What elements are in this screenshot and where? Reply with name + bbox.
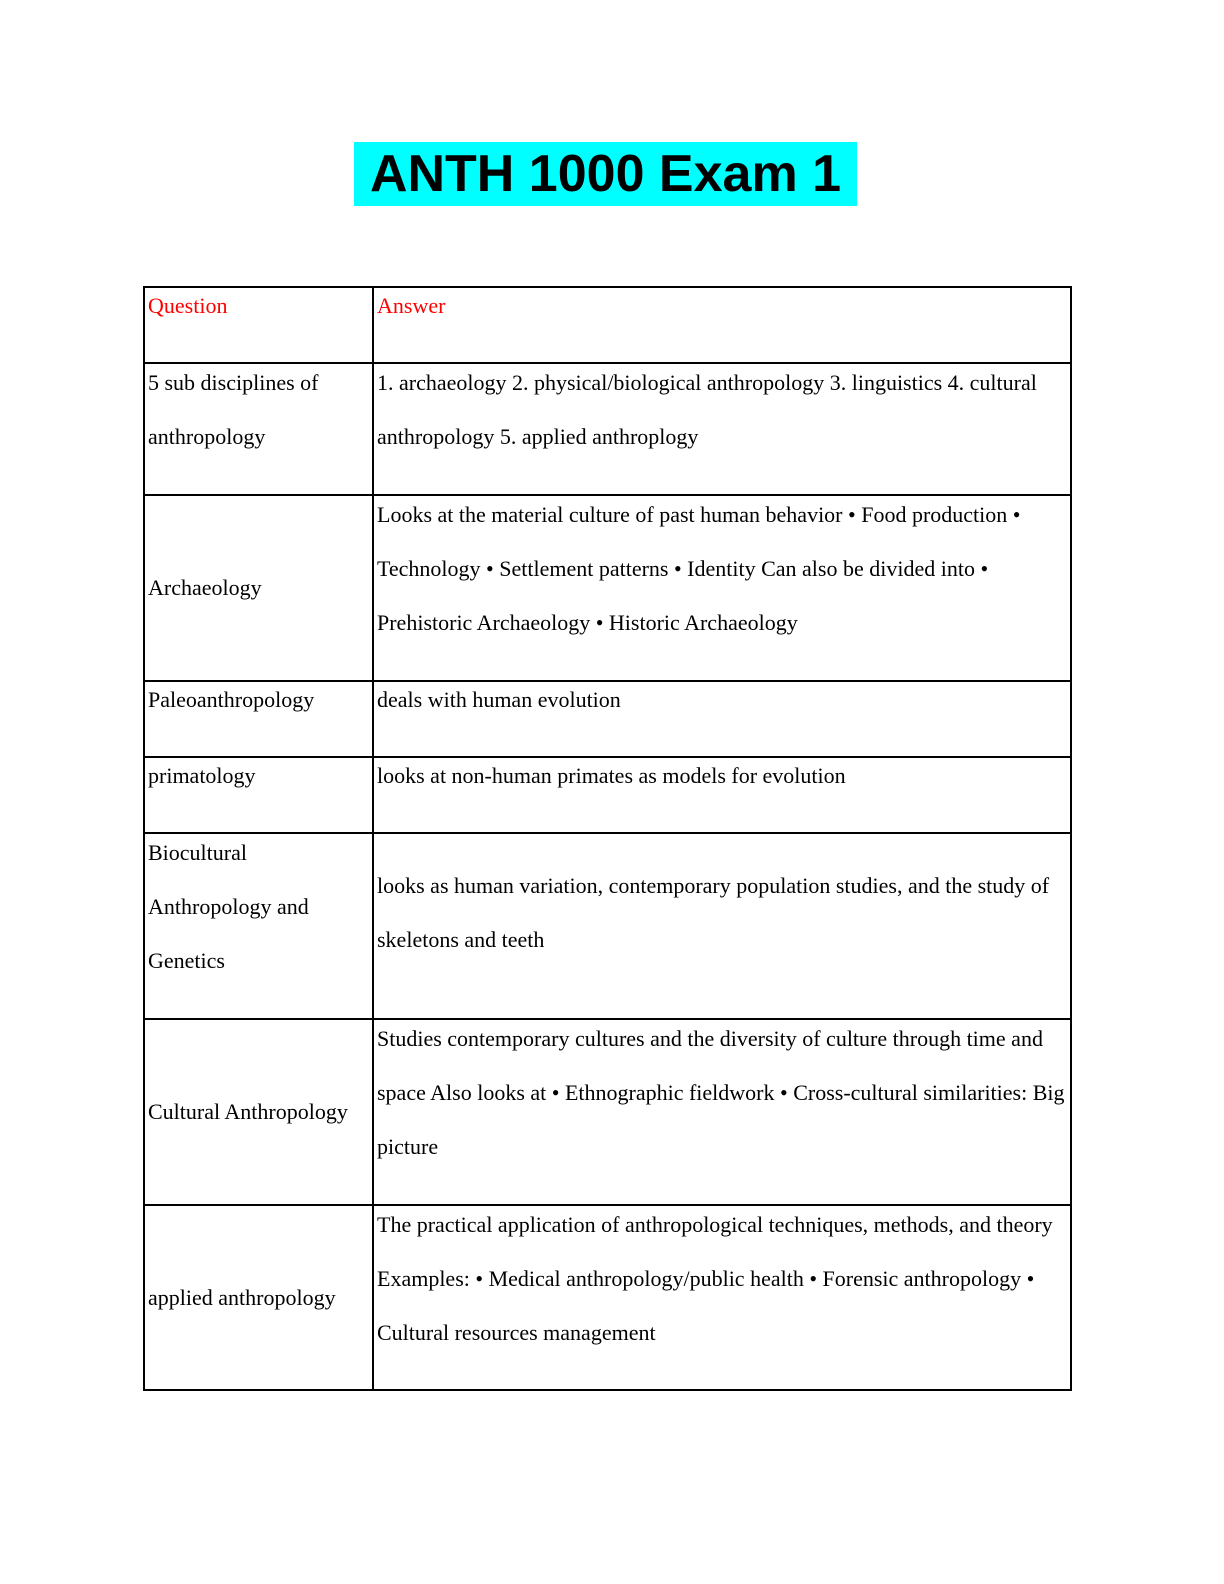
answer-text: Looks at the material culture of past hu… bbox=[377, 502, 1021, 635]
question-cell: applied anthropology bbox=[143, 1204, 374, 1391]
table-row: Paleoanthropology deals with human evolu… bbox=[143, 680, 1072, 758]
question-text: Cultural Anthropology bbox=[148, 1099, 348, 1124]
question-text: Archaeology bbox=[148, 575, 262, 600]
header-question-label: Question bbox=[148, 293, 228, 318]
table-row: Cultural Anthropology Studies contempora… bbox=[143, 1018, 1072, 1206]
table-row: primatology looks at non-human primates … bbox=[143, 756, 1072, 834]
answer-text: looks at non-human primates as models fo… bbox=[377, 763, 846, 788]
header-question: Question bbox=[143, 286, 374, 364]
answer-text: looks as human variation, contemporary p… bbox=[377, 873, 1050, 952]
answer-cell: 1. archaeology 2. physical/biological an… bbox=[372, 362, 1072, 496]
answer-text: deals with human evolution bbox=[377, 687, 621, 712]
table-row: applied anthropology The practical appli… bbox=[143, 1204, 1072, 1391]
table-row: Archaeology Looks at the material cultur… bbox=[143, 494, 1072, 682]
question-cell: Archaeology bbox=[143, 494, 374, 682]
answer-text: 1. archaeology 2. physical/biological an… bbox=[377, 370, 1037, 449]
header-answer-label: Answer bbox=[377, 293, 446, 318]
answer-cell: looks at non-human primates as models fo… bbox=[372, 756, 1072, 834]
question-cell: 5 sub disciplines of anthropology bbox=[143, 362, 374, 496]
table-header-row: Question Answer bbox=[143, 286, 1072, 364]
document-title: ANTH 1000 Exam 1 bbox=[369, 145, 842, 203]
answer-cell: looks as human variation, contemporary p… bbox=[372, 832, 1072, 1020]
question-text: applied anthropology bbox=[148, 1284, 336, 1310]
table-row: Biocultural Anthropology and Genetics lo… bbox=[143, 832, 1072, 1020]
question-text: Biocultural Anthropology and Genetics bbox=[148, 840, 309, 973]
answer-text: The practical application of anthropolog… bbox=[377, 1212, 1053, 1345]
question-text: 5 sub disciplines of anthropology bbox=[148, 370, 319, 449]
table-row: 5 sub disciplines of anthropology 1. arc… bbox=[143, 362, 1072, 496]
question-cell: Cultural Anthropology bbox=[143, 1018, 374, 1206]
question-cell: primatology bbox=[143, 756, 374, 834]
question-cell: Paleoanthropology bbox=[143, 680, 374, 758]
header-answer: Answer bbox=[372, 286, 1072, 364]
qa-table: Question Answer 5 sub disciplines of ant… bbox=[143, 286, 1072, 1391]
answer-cell: Looks at the material culture of past hu… bbox=[372, 494, 1072, 682]
answer-cell: deals with human evolution bbox=[372, 680, 1072, 758]
title-highlight: ANTH 1000 Exam 1 bbox=[354, 142, 857, 206]
question-text: Paleoanthropology bbox=[148, 687, 315, 712]
question-cell: Biocultural Anthropology and Genetics bbox=[143, 832, 374, 1020]
question-text: primatology bbox=[148, 763, 256, 788]
answer-cell: The practical application of anthropolog… bbox=[372, 1204, 1072, 1391]
answer-text: Studies contemporary cultures and the di… bbox=[377, 1026, 1065, 1159]
answer-cell: Studies contemporary cultures and the di… bbox=[372, 1018, 1072, 1206]
